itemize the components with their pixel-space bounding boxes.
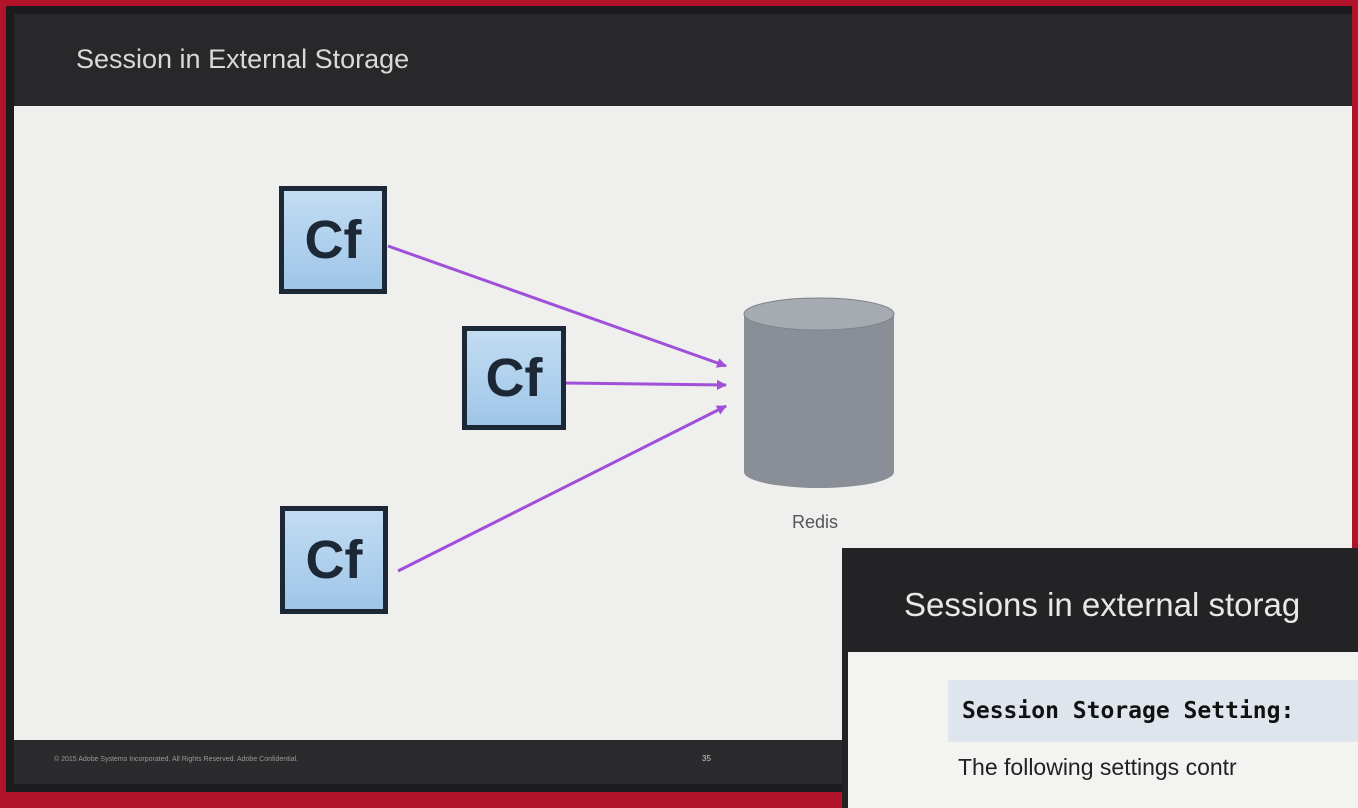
slide-title: Session in External Storage	[76, 44, 410, 74]
redis-cylinder-icon	[743, 297, 895, 488]
photo-frame: Session in External Storage Cf Cf Cf Red…	[6, 6, 1352, 792]
settings-heading-bar: Session Storage Setting:	[948, 680, 1358, 742]
inset-panel: Session Storage Setting: The following s…	[848, 652, 1358, 808]
cf-node-icon: Cf	[462, 326, 566, 430]
settings-description: The following settings contr	[958, 754, 1237, 780]
diagram	[387, 244, 895, 573]
slide-header: Session in External Storage	[14, 14, 1352, 106]
redis-label: Redis	[792, 512, 839, 532]
settings-heading: Session Storage Setting:	[962, 698, 1295, 724]
arrow-bottom	[397, 404, 727, 573]
cf-node-icon: Cf	[280, 506, 388, 614]
inset-title: Sessions in external storag	[904, 586, 1301, 623]
footer-copyright: © 2015 Adobe Systems Incorporated. All R…	[54, 756, 299, 763]
cf-node-icon: Cf	[279, 186, 387, 294]
arrow-middle	[563, 379, 727, 390]
inset-slide: Sessions in external storag Session Stor…	[842, 548, 1358, 808]
page-number: 35	[702, 754, 711, 763]
arrow-top	[387, 244, 727, 368]
